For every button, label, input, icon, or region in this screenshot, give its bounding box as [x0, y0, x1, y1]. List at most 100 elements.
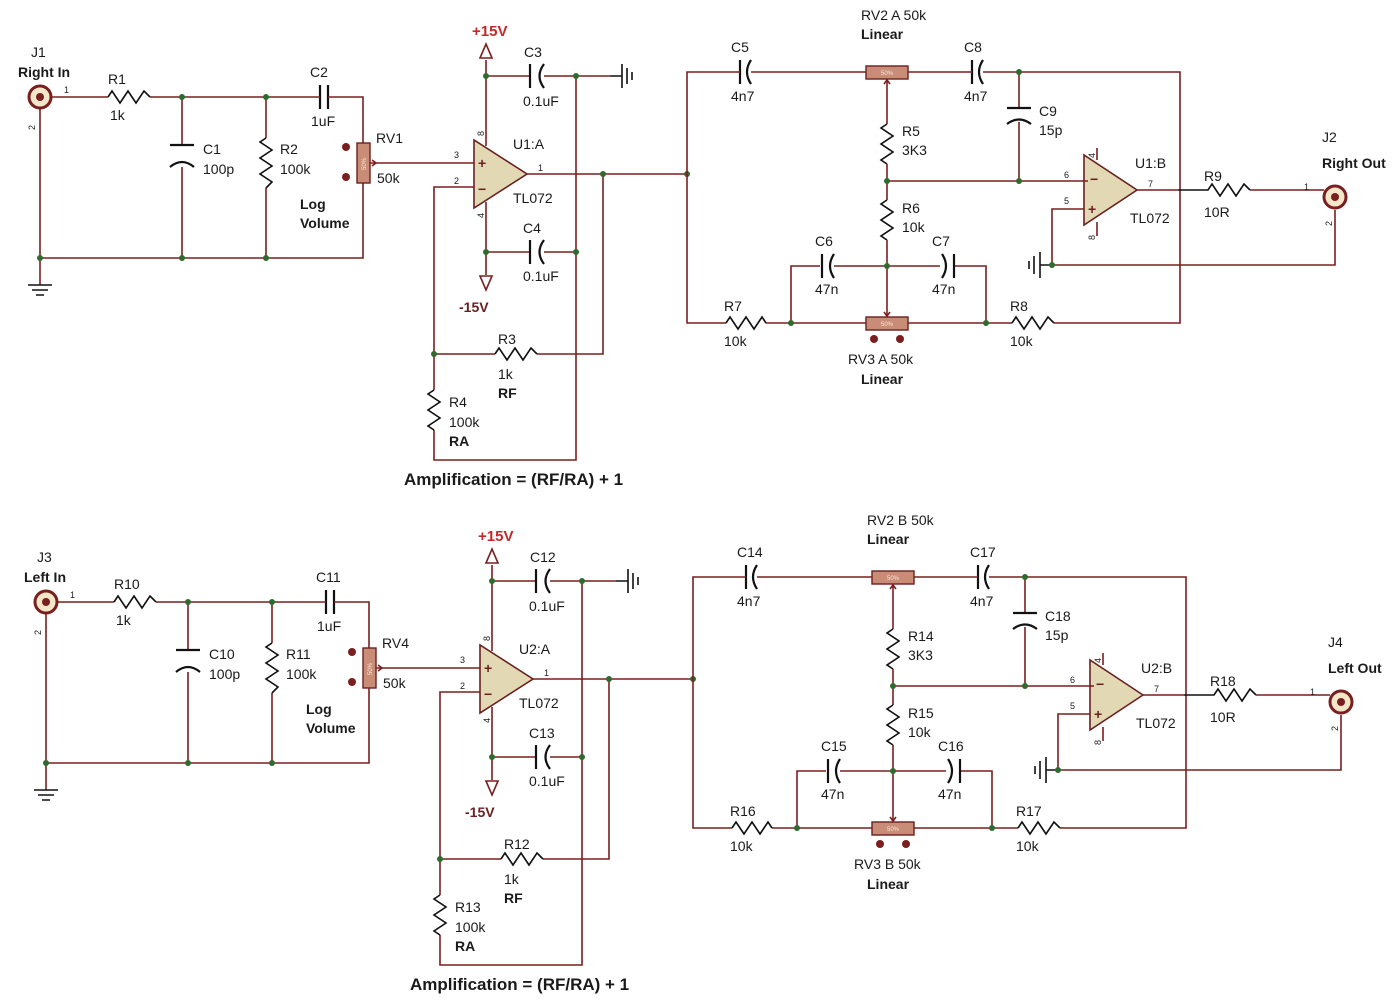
capacitor-ref: C9 — [1039, 103, 1057, 119]
resistor-value: 10k — [1010, 333, 1034, 349]
svg-text:+: + — [1088, 201, 1096, 217]
channel-right: 1 2 50% — [18, 7, 1386, 489]
capacitor-value: 47n — [938, 786, 961, 802]
capacitor-ref: C8 — [964, 39, 982, 55]
capacitor-ref: C14 — [737, 544, 763, 560]
resistor-value: 10k — [724, 333, 748, 349]
op-amp-tone: − + — [1083, 153, 1139, 227]
pot-value: 50k — [383, 675, 407, 691]
capacitor-value: 15p — [1039, 122, 1063, 138]
pin-label: 5 — [1070, 701, 1075, 711]
resistor-tone-mid-upper — [879, 123, 895, 165]
resistor-role: RF — [498, 385, 517, 401]
capacitor-ref: C5 — [731, 39, 749, 55]
amplification-formula: Amplification = (RF/RA) + 1 — [410, 975, 629, 994]
resistor-tone-mid-upper — [885, 628, 901, 670]
op-amp-gain: + − — [473, 138, 529, 210]
resistor-ref: R18 — [1210, 673, 1236, 689]
opamp-ref: U1:A — [513, 136, 545, 152]
resistor-ref: R11 — [286, 646, 311, 662]
resistor-value: 100k — [280, 161, 311, 177]
capacitor-value: 100p — [209, 666, 240, 682]
pin-label: 2 — [460, 681, 465, 691]
opamp-part: TL072 — [513, 190, 553, 206]
capacitor-value: 1uF — [311, 113, 335, 129]
input-jack — [33, 589, 59, 615]
capacitor-c-filter — [169, 143, 195, 168]
resistor-value: 100k — [455, 919, 486, 935]
capacitor-value: 4n7 — [970, 593, 994, 609]
pot-desc: Log — [300, 196, 326, 212]
pin-label: 7 — [1154, 684, 1159, 694]
capacitor-ref: C11 — [316, 569, 341, 585]
channel-left: 1 2 50% — [24, 512, 1382, 994]
capacitor-ref: C1 — [203, 141, 221, 157]
pot-ref: RV3 A 50k — [848, 351, 914, 367]
resistor-feedback — [494, 346, 538, 362]
capacitor-ref: C10 — [209, 646, 235, 662]
potentiometer-treble: 50% — [865, 316, 909, 343]
pin-label: 5 — [1064, 196, 1069, 206]
resistor-ref: R4 — [449, 394, 467, 410]
ground-symbol — [28, 258, 52, 296]
pot-type: Linear — [861, 371, 904, 387]
resistor-r-bias — [264, 642, 280, 694]
resistor-value: 1k — [498, 366, 514, 382]
svg-text:50%: 50% — [368, 662, 374, 675]
ground-symbol — [1034, 757, 1058, 783]
supply-positive: +15V — [472, 23, 507, 40]
resistor-ref: R9 — [1204, 168, 1222, 184]
pin-label: 8 — [482, 636, 492, 641]
potentiometer-bass: 50% — [865, 65, 909, 124]
resistor-tone-in — [725, 315, 767, 331]
capacitor-tone-treble-left — [826, 758, 841, 784]
pin-label: 2 — [1324, 221, 1334, 226]
pin-label: 1 — [1310, 687, 1315, 697]
resistor-r-in — [113, 594, 157, 610]
supply-positive: +15V — [478, 528, 513, 545]
capacitor-compensation — [1006, 106, 1032, 125]
capacitor-tone-bass-out — [966, 59, 988, 85]
svg-text:−: − — [484, 686, 492, 702]
pin-label: 3 — [454, 150, 459, 160]
potentiometer-treble: 50% — [871, 821, 915, 848]
opamp-part: TL072 — [1130, 210, 1170, 226]
resistor-tone-fb — [1017, 820, 1061, 836]
capacitor-ref: C12 — [530, 549, 556, 565]
resistor-r-in — [107, 89, 151, 105]
resistor-tone-mid-lower — [879, 199, 895, 241]
output-jack — [1322, 184, 1348, 210]
resistor-value: 1k — [116, 612, 132, 628]
capacitor-c-coupling — [318, 590, 342, 614]
supply-negative: -15V — [459, 299, 489, 315]
jack-ref: J1 — [31, 44, 46, 60]
capacitor-decoupling-pos — [534, 568, 551, 594]
amplification-formula: Amplification = (RF/RA) + 1 — [404, 470, 623, 489]
pin-label: 1 — [538, 163, 543, 173]
capacitor-ref: C17 — [970, 544, 996, 560]
resistor-r-bias — [258, 137, 274, 189]
resistor-gain-set — [432, 894, 448, 936]
capacitor-compensation — [1012, 611, 1038, 630]
capacitor-tone-bass-out — [972, 564, 994, 590]
capacitor-value: 1uF — [317, 618, 341, 634]
output-jack — [1328, 689, 1354, 715]
opamp-part: TL072 — [1136, 715, 1176, 731]
resistor-ref: R2 — [280, 141, 298, 157]
pot-ref: RV2 B 50k — [867, 512, 935, 528]
pin-label: 4 — [1087, 153, 1097, 158]
jack-label: Left In — [24, 569, 66, 585]
svg-text:50%: 50% — [881, 71, 894, 77]
pin-label: 1 — [1304, 182, 1309, 192]
capacitor-ref: C2 — [310, 64, 328, 80]
capacitor-ref: C3 — [524, 44, 542, 60]
capacitor-decoupling-pos — [528, 63, 545, 89]
pin-label: 1 — [64, 85, 69, 95]
pin-label: 2 — [454, 176, 459, 186]
jack-ref: J2 — [1322, 129, 1337, 145]
resistor-value: 10R — [1204, 204, 1230, 220]
resistor-ref: R1 — [108, 71, 126, 87]
svg-text:−: − — [1096, 676, 1104, 692]
pot-ref: RV4 — [382, 635, 409, 651]
resistor-ref: R16 — [730, 803, 756, 819]
